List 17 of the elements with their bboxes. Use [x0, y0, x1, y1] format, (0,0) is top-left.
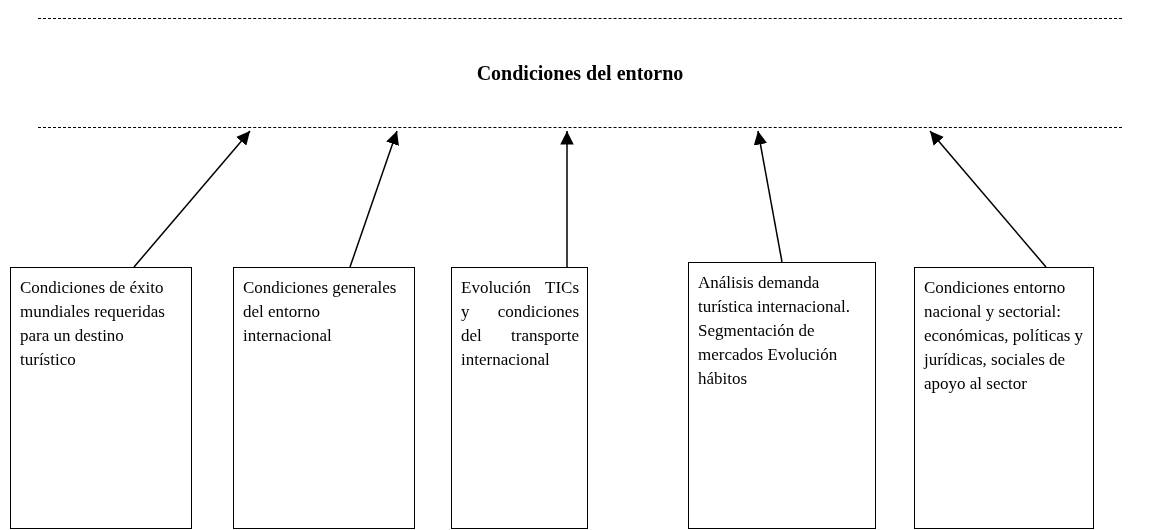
arrow [560, 130, 574, 268]
dashed-band [38, 18, 1122, 128]
text-box [914, 267, 1094, 529]
heading: Condiciones del entorno [476, 61, 684, 85]
box-text: Evolución TICs y condiciones del transporte internacional [461, 277, 579, 371]
arrow [133, 130, 251, 268]
box-text: Análisis demanda turística internacional. Segmentación de mercados Evolución hábitos [698, 272, 851, 390]
text-box [233, 267, 415, 529]
box-text: Condiciones entorno nacional y sectorial: económicas, políticas y jurídicas, sociales de apoyo al sector [924, 277, 1085, 395]
arrow [929, 130, 1047, 268]
text-box [10, 267, 192, 529]
box-text: Condiciones de éxito mundiales requeridas para un destino turístico [20, 277, 166, 371]
text-box [688, 262, 876, 529]
text-box [451, 267, 588, 529]
arrow [753, 130, 783, 263]
arrow [349, 130, 399, 268]
box-text: Condiciones generales del entorno internacional [243, 277, 398, 347]
